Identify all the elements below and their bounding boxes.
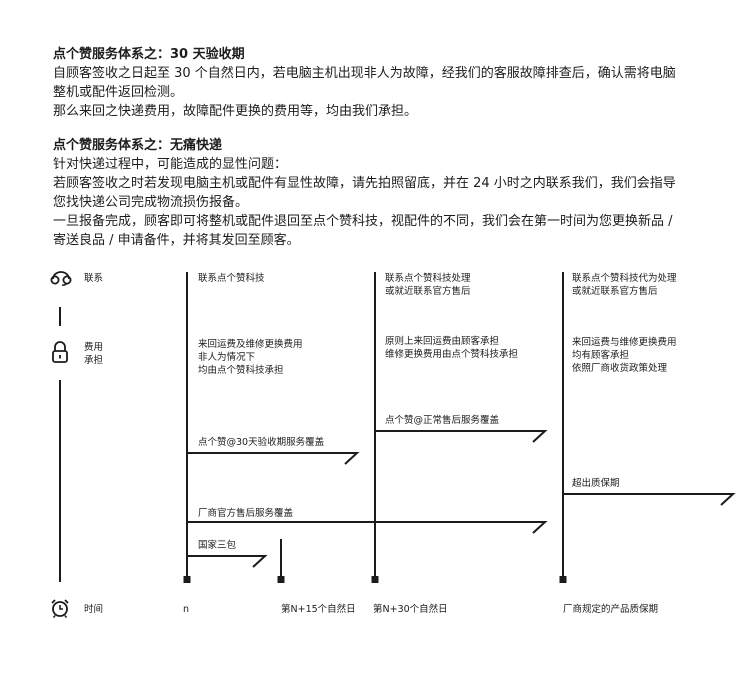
cost-line: 均有顾客承担 [572, 350, 630, 361]
row-label-contact: 联系 [84, 273, 104, 284]
section-painless-delivery: 点个赞服务体系之：无痛快递 针对快递过程中，可能造成的显性问题： 若顾客签收之时… [53, 136, 713, 250]
contact-line: 联系点个赞科技代为处理 [572, 273, 677, 284]
coverage-label-national-warranty: 国家三包 [198, 540, 237, 551]
cost-line: 均由点个赞科技承担 [198, 365, 284, 376]
cost-line: 依照厂商收货政策处理 [572, 363, 668, 374]
cost-line: 来回运费及维修更换费用 [198, 339, 303, 350]
section-text-line: 整机或配件返回检测。 [53, 85, 184, 100]
arrow-30-day-coverage [187, 452, 360, 465]
coverage-label-manufacturer: 厂商官方售后服务覆盖 [198, 508, 294, 519]
contact-line: 联系点个赞科技处理 [385, 273, 471, 284]
coverage-label-30-day: 点个赞@30天验收期服务覆盖 [198, 437, 325, 448]
col3-contact-text: 联系点个赞科技代为处理 或就近联系官方售后 [572, 272, 677, 298]
col2-contact-text: 联系点个赞科技处理 或就近联系官方售后 [385, 272, 471, 298]
section-title: 点个赞服务体系之：30 天验收期 [53, 47, 245, 62]
section-text-line: 您找快递公司完成物流损伤报备。 [53, 195, 249, 210]
cost-line: 非人为情况下 [198, 352, 256, 363]
time-label-n30: 第N+30个自然日 [373, 604, 448, 615]
arrow-manufacturer-after-sales [187, 521, 548, 534]
timeline-marker-n30 [371, 576, 379, 583]
row-label-cost-line: 费用 [84, 342, 104, 353]
section-30-day-acceptance: 点个赞服务体系之：30 天验收期 自顾客签收之日起至 30 个自然日内，若电脑主… [53, 45, 713, 121]
time-label-n: n [183, 604, 190, 615]
section-text-line: 自顾客签收之日起至 30 个自然日内，若电脑主机出现非人为故障，经我们的客服故障… [53, 66, 676, 81]
cost-line: 原则上来回运费由顾客承担 [385, 336, 500, 347]
section-text-line: 那么来回之快递费用，故障配件更换的费用等，均由我们承担。 [53, 104, 418, 119]
contact-line: 或就近联系官方售后 [572, 286, 658, 297]
arrow-normal-after-sales [375, 430, 548, 443]
row-label-cost-line: 承担 [84, 355, 104, 366]
cost-line: 来回运费与维修更换费用 [572, 337, 677, 348]
timeline-marker-warranty [559, 576, 567, 583]
headset-icon [50, 271, 72, 286]
section-text-line: 若顾客签收之时若发现电脑主机或配件有显性故障，请先拍照留底，并在 24 小时之内… [53, 176, 676, 191]
col3-cost-text: 来回运费与维修更换费用 均有顾客承担 依照厂商收货政策处理 [572, 336, 677, 375]
coverage-label-normal-after-sales: 点个赞@正常售后服务覆盖 [385, 415, 500, 426]
timeline-marker-n [183, 576, 191, 583]
arrow-national-warranty [187, 555, 268, 568]
col1-cost-text: 来回运费及维修更换费用 非人为情况下 均由点个赞科技承担 [198, 338, 303, 377]
col2-cost-text: 原则上来回运费由顾客承担 维修更换费用由点个赞科技承担 [385, 335, 518, 361]
col1-contact-text: 联系点个赞科技 [198, 273, 265, 284]
section-text-line: 一旦报备完成，顾客即可将整机或配件退回至点个赞科技，视配件的不同，我们会在第一时… [53, 214, 673, 229]
padlock-icon [52, 341, 68, 363]
section-title: 点个赞服务体系之：无痛快递 [53, 138, 223, 153]
coverage-label-beyond-warranty: 超出质保期 [572, 478, 620, 489]
section-text-line: 寄送良品 / 申请备件，并将其发回至顾客。 [53, 233, 300, 248]
row-label-time: 时间 [84, 604, 104, 615]
section-text-line: 针对快递过程中，可能造成的显性问题： [53, 157, 288, 172]
cost-line: 维修更换费用由点个赞科技承担 [385, 349, 519, 360]
time-label-warranty: 厂商规定的产品质保期 [563, 604, 659, 615]
alarm-clock-icon [51, 599, 69, 618]
contact-line: 或就近联系官方售后 [385, 286, 471, 297]
timeline-marker-n15 [277, 576, 285, 583]
arrow-beyond-warranty [563, 493, 736, 506]
row-label-cost: 费用 承担 [84, 341, 103, 367]
time-label-n15: 第N+15个自然日 [281, 604, 356, 615]
